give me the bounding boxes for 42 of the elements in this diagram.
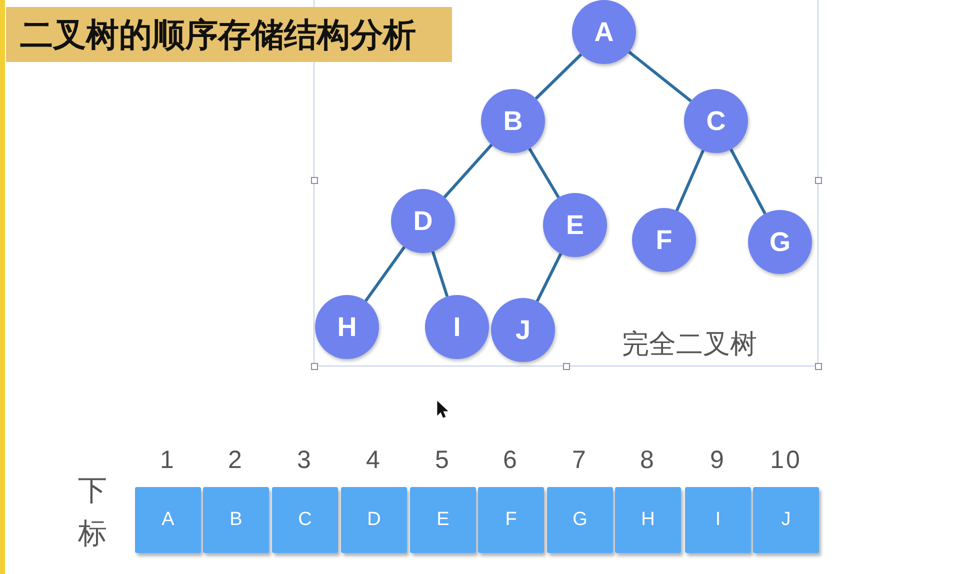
array-cell: A — [135, 487, 201, 553]
tree-node: G — [748, 210, 812, 274]
index-number: 2 — [227, 445, 245, 475]
array-cell: H — [615, 487, 681, 553]
array-cell: J — [753, 487, 819, 553]
tree-node: J — [491, 298, 555, 362]
tree-node: E — [543, 193, 607, 257]
branch-line — [536, 253, 562, 302]
tree-node: H — [315, 295, 379, 359]
index-number: 6 — [502, 445, 520, 475]
index-number: 7 — [571, 445, 589, 475]
branch-line — [364, 246, 406, 302]
tree-node: C — [684, 89, 748, 153]
array-cell: D — [341, 487, 407, 553]
title-banner: 二叉树的顺序存储结构分析 — [6, 7, 452, 62]
branch-line — [431, 251, 449, 297]
index-label: 下标 — [78, 474, 108, 552]
tree-caption: 完全二叉树 — [622, 328, 757, 361]
index-number: 4 — [365, 445, 383, 475]
branch-line — [534, 53, 582, 100]
array-cell: G — [547, 487, 613, 553]
branch-line — [675, 150, 705, 212]
array-cell: E — [410, 487, 476, 553]
array-cell: B — [203, 487, 269, 553]
tree-node: I — [425, 295, 489, 359]
tree-node: B — [481, 89, 545, 153]
branch-line — [628, 50, 692, 102]
array-cell: I — [685, 487, 751, 553]
array-cell: C — [272, 487, 338, 553]
tree-node: D — [391, 189, 455, 253]
branch-line — [730, 148, 766, 214]
tree-node: A — [572, 0, 636, 64]
index-number: 5 — [434, 445, 452, 475]
array-cell: F — [478, 487, 544, 553]
tree-node: F — [632, 208, 696, 272]
branch-line — [443, 144, 493, 198]
index-number: 10 — [769, 445, 803, 475]
index-number: 8 — [639, 445, 657, 475]
branch-line — [528, 148, 560, 198]
index-number: 3 — [296, 445, 314, 475]
index-number: 1 — [159, 445, 177, 475]
index-number: 9 — [709, 445, 727, 475]
